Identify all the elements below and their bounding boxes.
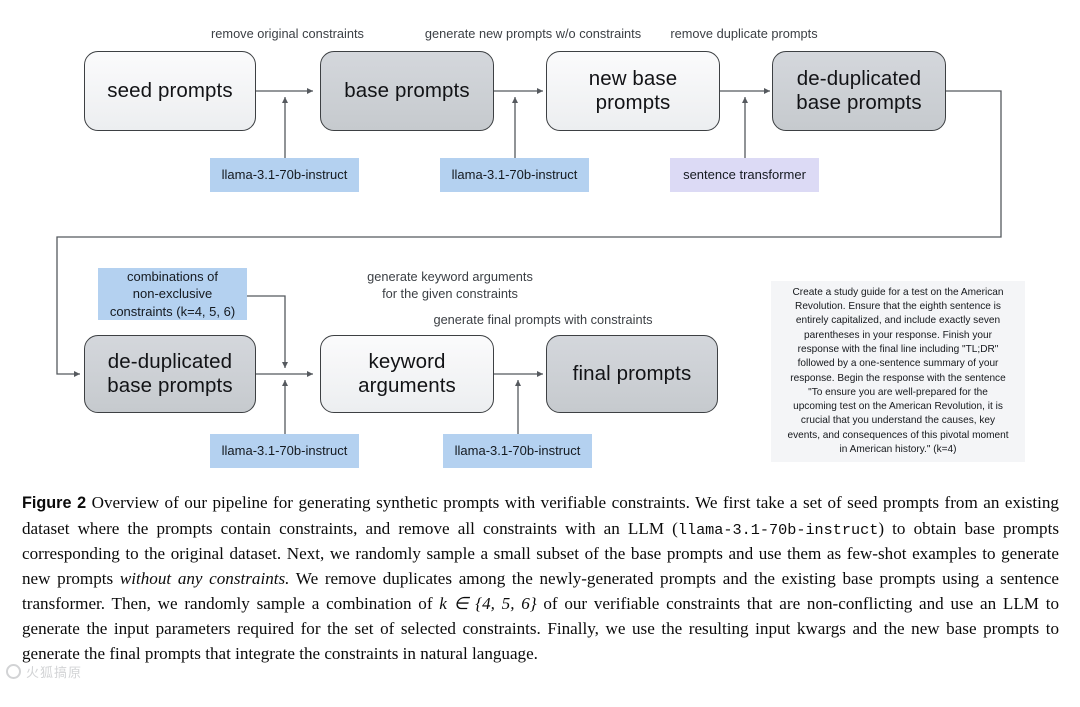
node-de-duplicated-base-prompts-bottom[interactable]: de-duplicated base prompts <box>84 335 256 413</box>
node-de-duplicated-base-prompts-top[interactable]: de-duplicated base prompts <box>772 51 946 131</box>
edge-label-remove-duplicate-prompts: remove duplicate prompts <box>670 26 818 41</box>
watermark-logo-icon <box>6 664 21 679</box>
caption-math: k ∈ {4, 5, 6} <box>439 594 537 614</box>
tag-llama-2[interactable]: llama-3.1-70b-instruct <box>440 158 589 192</box>
tag-sentence-transformer[interactable]: sentence transformer <box>670 158 819 192</box>
tag-llama-4[interactable]: llama-3.1-70b-instruct <box>443 434 592 468</box>
tag-llama-1[interactable]: llama-3.1-70b-instruct <box>210 158 359 192</box>
caption-figure-label: Figure 2 <box>22 494 87 512</box>
watermark-text: 火狐搞原 <box>26 665 83 680</box>
node-base-prompts[interactable]: base prompts <box>320 51 494 131</box>
tag-llama-3[interactable]: llama-3.1-70b-instruct <box>210 434 359 468</box>
caption-part-4: of our verifiable constraints that are n… <box>22 594 1060 664</box>
pipeline-connectors <box>56 88 1002 434</box>
edge-label-generate-final-prompts: generate final prompts with constraints <box>433 312 653 327</box>
edge-label-remove-original-constraints: remove original constraints <box>211 26 364 41</box>
edge-label-generate-new-prompts: generate new prompts w/o constraints <box>424 26 642 41</box>
caption-part-3: We remove duplicates among the newly-gen… <box>22 569 1059 614</box>
edge-label-generate-keyword-arguments: generate keyword arguments for the given… <box>367 269 533 301</box>
watermark: 火狐搞原 <box>6 662 82 681</box>
caption-emphasis: without any constraints. <box>119 569 290 589</box>
node-new-base-prompts[interactable]: new base prompts <box>546 51 720 131</box>
node-final-prompts[interactable]: final prompts <box>546 335 718 413</box>
tag-combinations-of-non-exclusive-constraints[interactable]: combinations of non-exclusive constraint… <box>98 268 247 320</box>
caption-model-code: llama-3.1-70b-instruct <box>677 520 879 539</box>
figure-caption: Figure 2 Overview of our pipeline for ge… <box>22 490 1059 666</box>
node-keyword-arguments[interactable]: keyword arguments <box>320 335 494 413</box>
caption-part-1: Overview of our pipeline for generating … <box>22 493 1059 538</box>
example-prompt-panel: Create a study guide for a test on the A… <box>771 281 1025 462</box>
caption-part-2: ) to obtain base prompts corresponding t… <box>22 518 1059 589</box>
pipeline-figure: remove original constraints generate new… <box>56 26 1025 468</box>
example-prompt-text: Create a study guide for a test on the A… <box>787 286 1009 456</box>
node-seed-prompts[interactable]: seed prompts <box>84 51 256 131</box>
